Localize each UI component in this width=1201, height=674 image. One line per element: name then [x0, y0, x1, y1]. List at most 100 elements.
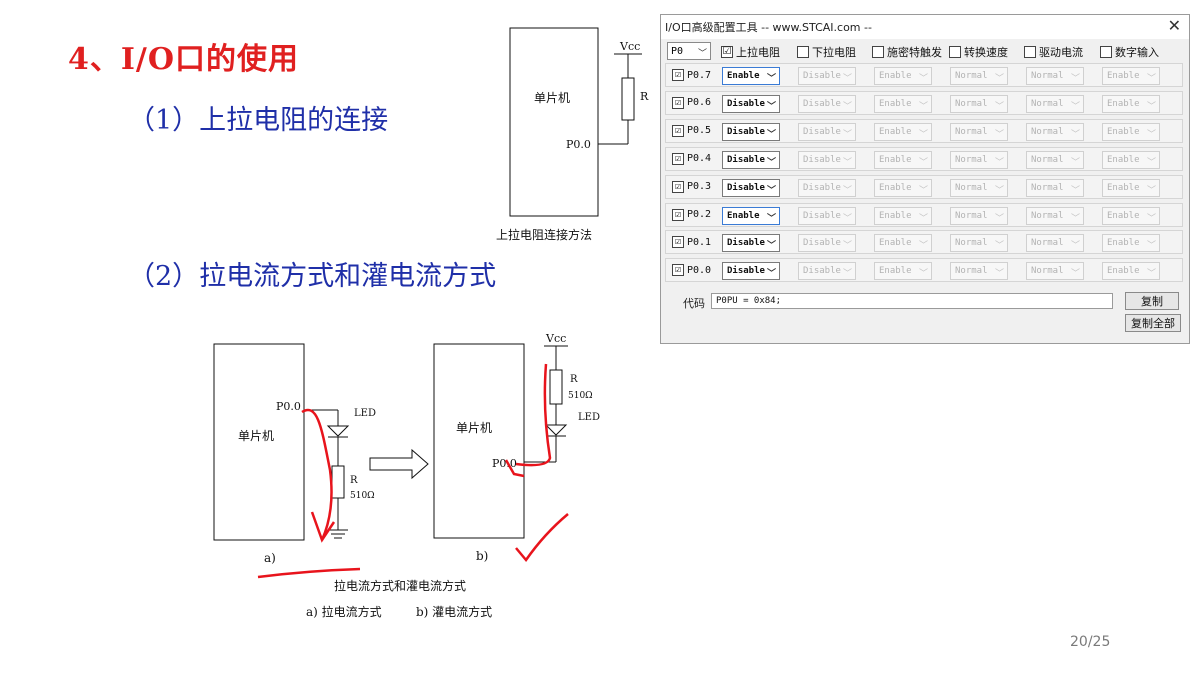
caption-source: a) 拉电流方式	[306, 604, 382, 619]
chevron-down-icon: ﹀	[918, 157, 928, 168]
pull-down-select: Disable﹀	[798, 206, 856, 225]
pull-up-select[interactable]: Enable ﹀	[722, 67, 780, 85]
select-value: Normal	[1031, 71, 1064, 81]
header-pulldown[interactable]: 下拉电阻	[797, 43, 856, 61]
pin-checkbox[interactable]: ☑P0.1	[672, 236, 711, 249]
pin-checkbox[interactable]: ☑P0.4	[672, 152, 711, 165]
annotation-sink-path	[515, 363, 552, 467]
checkbox-checked-icon[interactable]: ☑	[672, 124, 684, 137]
pin-checkbox[interactable]: ☑P0.5	[672, 124, 712, 137]
header-slew-rate[interactable]: 转换速度	[949, 43, 1008, 61]
pin-label: P0.5	[687, 125, 712, 137]
header-pullup[interactable]: ☑上拉电阻	[721, 46, 780, 59]
checkbox-checked-icon[interactable]: ☑	[672, 264, 684, 277]
select-value: Enable	[727, 71, 760, 81]
checkbox-checked-icon[interactable]: ☑	[672, 96, 684, 109]
code-output[interactable]: P0PU = 0x84;	[711, 293, 1113, 309]
pull-up-select[interactable]: Disable﹀	[722, 234, 780, 253]
schmitt-select: Enable﹀	[874, 67, 932, 85]
schmitt-select: Enable﹀	[874, 234, 932, 253]
slew-rate-select: Normal﹀	[950, 122, 1008, 141]
pin-checkbox[interactable]: ☑P0.3	[672, 180, 711, 193]
io-config-dialog: I/O口高级配置工具 -- www.STCAI.com -- ✕ P0 ﹀ ☑上…	[660, 14, 1190, 344]
select-value: Normal	[1031, 182, 1064, 193]
pull-down-select: Disable﹀	[798, 234, 856, 253]
header-schmitt[interactable]: 施密特触发	[872, 43, 942, 61]
pull-up-select[interactable]: Disable﹀	[722, 122, 780, 141]
pull-up-select[interactable]: Disable﹀	[722, 150, 780, 169]
chevron-down-icon: ﹀	[766, 185, 776, 196]
copy-button[interactable]: 复制	[1125, 292, 1179, 310]
chevron-down-icon: ﹀	[1146, 241, 1156, 252]
checkbox-checked-icon[interactable]: ☑	[672, 69, 684, 81]
pin-checkbox[interactable]: ☑P0.0	[672, 264, 711, 277]
digital-input-select: Enable﹀	[1102, 94, 1160, 113]
chevron-down-icon: ﹀	[1146, 213, 1156, 224]
resistor-value-a: 510Ω	[350, 491, 375, 501]
chevron-down-icon: ﹀	[842, 269, 852, 280]
header-drive-current[interactable]: 驱动电流	[1024, 43, 1083, 61]
copy-all-button[interactable]: 复制全部	[1125, 314, 1181, 332]
header-drive-current-checkbox[interactable]	[1024, 46, 1036, 58]
chevron-down-icon: ﹀	[1070, 101, 1080, 112]
pull-up-select[interactable]: Enable﹀	[722, 206, 780, 225]
header-slew-rate-checkbox[interactable]	[949, 46, 961, 58]
header-digital-input[interactable]: 数字输入	[1100, 43, 1159, 61]
select-value: Enable	[1107, 238, 1140, 249]
schmitt-select: Enable﹀	[874, 94, 932, 113]
close-icon[interactable]: ✕	[1167, 16, 1181, 35]
led-label-b: LED	[578, 412, 600, 423]
digital-input-select: Enable﹀	[1102, 178, 1160, 197]
header-digital-input-checkbox[interactable]	[1100, 46, 1112, 58]
chevron-down-icon: ﹀	[1070, 74, 1080, 84]
led-label-a: LED	[354, 408, 376, 419]
led-a	[326, 425, 350, 437]
chevron-down-icon: ﹀	[1146, 269, 1156, 280]
schmitt-select: Enable﹀	[874, 150, 932, 169]
pin-checkbox[interactable]: ☑P0.7	[672, 69, 711, 81]
chevron-down-icon: ﹀	[766, 74, 776, 84]
resistor-label-a: R	[350, 475, 358, 486]
checkbox-checked-icon[interactable]: ☑	[672, 208, 684, 221]
checkbox-checked-icon[interactable]: ☑	[672, 152, 684, 165]
annotation-source-path	[301, 408, 333, 541]
chevron-down-icon: ﹀	[1146, 74, 1156, 84]
header-pulldown-checkbox[interactable]	[797, 46, 809, 58]
chevron-down-icon: ﹀	[918, 269, 928, 280]
pull-up-select[interactable]: Disable﹀	[722, 178, 780, 197]
select-value: Disable	[727, 266, 765, 277]
mcu-box-a	[213, 343, 305, 541]
select-value: Normal	[1031, 238, 1064, 249]
annotation-checkmark	[515, 513, 569, 563]
digital-input-select: Enable﹀	[1102, 150, 1160, 169]
pull-up-select[interactable]: Disable﹀	[722, 262, 780, 281]
chevron-down-icon: ﹀	[842, 213, 852, 224]
chevron-down-icon: ﹀	[697, 49, 707, 59]
pull-up-select[interactable]: Disable﹀	[722, 94, 780, 113]
dialog-title: I/O口高级配置工具 -- www.STCAI.com --	[665, 21, 872, 34]
chevron-down-icon: ﹀	[918, 129, 928, 140]
pin-checkbox[interactable]: ☑P0.6	[672, 96, 711, 109]
current-caption: 拉电流方式和灌电流方式	[334, 578, 466, 593]
chevron-down-icon: ﹀	[766, 269, 776, 280]
pin-checkbox[interactable]: ☑P0.2	[672, 208, 711, 221]
checkbox-checked-icon[interactable]: ☑	[672, 180, 684, 193]
header-schmitt-checkbox[interactable]	[872, 46, 884, 58]
page-number: 20/25	[1070, 634, 1111, 650]
chevron-down-icon: ﹀	[1146, 185, 1156, 196]
mcu-box-b	[433, 343, 525, 539]
select-value: Disable	[803, 154, 841, 165]
select-value: Enable	[879, 266, 912, 277]
chevron-down-icon: ﹀	[918, 101, 928, 112]
select-value: Disable	[803, 71, 841, 81]
select-value: Disable	[803, 126, 841, 137]
header-pullup-checkbox[interactable]: ☑	[721, 46, 733, 58]
port-select[interactable]: P0 ﹀	[667, 42, 711, 60]
checkbox-checked-icon[interactable]: ☑	[672, 236, 684, 249]
select-value: Enable	[879, 126, 912, 137]
select-value: Normal	[955, 71, 988, 81]
